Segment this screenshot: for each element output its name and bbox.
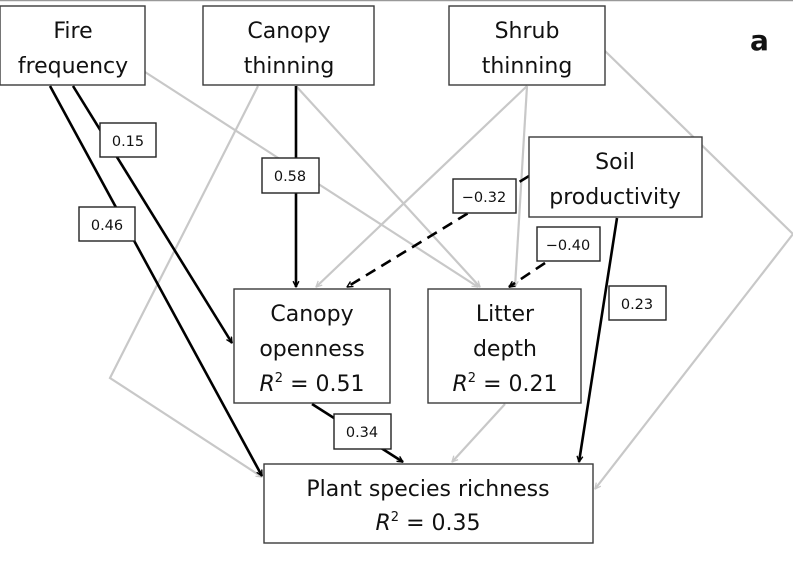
coef-soil-to-openness: −0.32 bbox=[452, 178, 517, 214]
node-label-line: thinning bbox=[482, 54, 573, 79]
coef-canopythinning-to-openness: 0.58 bbox=[261, 157, 320, 194]
node-label-line: Canopy bbox=[247, 19, 330, 44]
coefficient-value: 0.15 bbox=[112, 134, 144, 150]
node-label-line: thinning bbox=[244, 54, 335, 79]
edge-litter-to-richness bbox=[452, 403, 506, 462]
edge-fire-to-richness bbox=[48, 85, 264, 476]
coefficient-value: 0.23 bbox=[621, 297, 653, 313]
edge-soil-to-richness bbox=[579, 217, 619, 462]
node-label-line: Shrub bbox=[495, 19, 560, 44]
node-label-line: Canopy bbox=[270, 302, 353, 327]
panel-label: a bbox=[750, 24, 769, 57]
edge-shrub-to-richness bbox=[595, 50, 793, 489]
node-label-line: productivity bbox=[549, 185, 681, 210]
node-plant-species-richness: Plant species richness R2 = 0.35 bbox=[263, 463, 594, 544]
node-label-line: Plant species richness bbox=[306, 477, 549, 502]
edge-shrub-to-litter bbox=[515, 85, 529, 287]
r-squared-label: R2 = 0.51 bbox=[260, 371, 365, 397]
edge-canopythinning-to-litter bbox=[295, 85, 480, 287]
edge-canopythinning-to-richness bbox=[108, 85, 262, 478]
node-canopy-thinning: Canopy thinning bbox=[202, 5, 375, 86]
coefficient-value: −0.32 bbox=[462, 190, 506, 206]
coef-soil-to-litter: −0.40 bbox=[536, 226, 601, 262]
node-label-line: frequency bbox=[18, 54, 128, 79]
coefficient-value: −0.40 bbox=[546, 238, 590, 254]
coefficient-value: 0.58 bbox=[274, 169, 306, 185]
node-fire-frequency: Fire frequency bbox=[0, 5, 146, 86]
node-litter-depth: Litter depth R2 = 0.21 bbox=[427, 288, 582, 404]
node-label-line: depth bbox=[473, 337, 537, 362]
node-label-line: Fire bbox=[53, 19, 92, 44]
node-shrub-thinning: Shrub thinning bbox=[448, 5, 606, 86]
coef-soil-to-richness: 0.23 bbox=[608, 285, 667, 321]
r-squared-label: R2 = 0.35 bbox=[376, 510, 481, 536]
coef-fire-to-openness: 0.15 bbox=[99, 122, 157, 158]
edges-nonsignificant bbox=[108, 50, 793, 489]
node-label-line: openness bbox=[259, 337, 364, 362]
coef-fire-to-richness: 0.46 bbox=[78, 206, 136, 242]
coef-openness-to-richness: 0.34 bbox=[333, 413, 392, 450]
node-label-line: Litter bbox=[476, 302, 535, 327]
edge-shrub-to-openness bbox=[316, 85, 528, 287]
node-soil-productivity: Soil productivity bbox=[528, 136, 703, 218]
node-label-line: Soil bbox=[595, 150, 635, 175]
node-canopy-openness: Canopy openness R2 = 0.51 bbox=[233, 288, 391, 404]
coefficient-value: 0.34 bbox=[346, 425, 378, 441]
coefficient-value: 0.46 bbox=[91, 218, 123, 234]
r-squared-label: R2 = 0.21 bbox=[453, 371, 558, 397]
